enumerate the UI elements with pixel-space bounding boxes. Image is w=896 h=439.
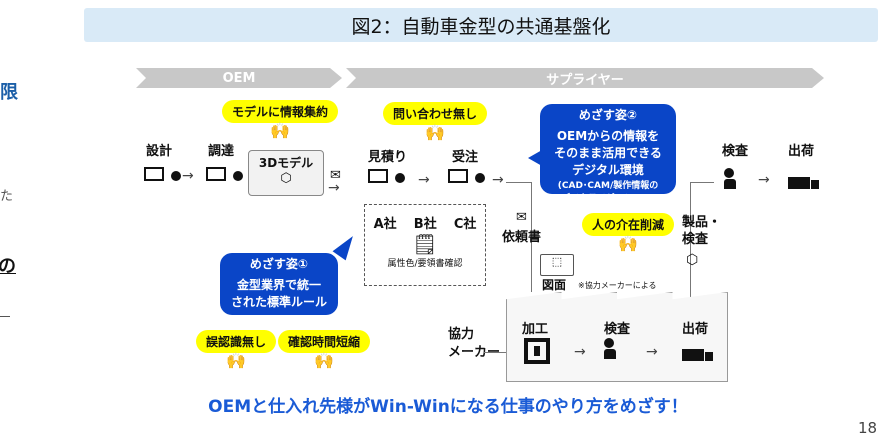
cube-icon: ⬡ bbox=[280, 171, 292, 186]
drawing-label: 図面 bbox=[542, 278, 567, 292]
inspector-icon bbox=[724, 168, 736, 189]
step-order: 受注 bbox=[452, 150, 479, 165]
no-inquiry-bubble: 問い合わせ無し bbox=[383, 102, 488, 125]
arrow-icon: → bbox=[574, 344, 586, 360]
step-procure: 調達 bbox=[208, 144, 235, 159]
arrow-icon: → bbox=[182, 168, 194, 184]
request-mail-icon: ✉ bbox=[516, 210, 527, 225]
cheer-icon: 🙌 bbox=[314, 351, 334, 370]
goal1-line2: された標準ルール bbox=[230, 295, 327, 309]
step-estimate: 見積り bbox=[368, 150, 408, 165]
bottom-process: 加工 bbox=[522, 322, 549, 337]
cheer-icon: 🙌 bbox=[618, 234, 638, 253]
model-box: 3Dモデル ⬡ bbox=[248, 150, 324, 196]
cheer-icon: 🙌 bbox=[270, 121, 290, 140]
bottom-inspect: 検査 bbox=[604, 322, 631, 337]
arrow-icon: → bbox=[758, 172, 770, 188]
procurement-icon bbox=[206, 166, 244, 185]
estimator-icon bbox=[368, 168, 406, 187]
product-check-l1: 製品・ bbox=[682, 215, 722, 230]
sidebar-fragment-mid: の bbox=[0, 256, 16, 277]
product-check: 製品・ 検査 bbox=[682, 214, 721, 248]
step-design: 設計 bbox=[146, 144, 173, 159]
no-misrecognition-bubble: 誤認識無し bbox=[196, 330, 277, 353]
partner-l2: メーカー bbox=[448, 345, 501, 360]
shorter-check-group: 確認時間短縮 🙌 bbox=[278, 330, 371, 370]
connector-line bbox=[484, 352, 506, 353]
goal2-note1: (CAD･CAM/製作情報の bbox=[557, 181, 659, 191]
company-b: B社 bbox=[413, 217, 437, 232]
company-a: A社 bbox=[373, 217, 397, 232]
no-inquiry-group: 問い合わせ無し 🙌 bbox=[383, 102, 488, 142]
partner-l1: 協力 bbox=[448, 327, 475, 342]
goal1-line1: 金型業界で統一 bbox=[236, 278, 321, 292]
goal2-line2: そのまま活用できる bbox=[554, 146, 662, 160]
designer-icon bbox=[144, 166, 182, 185]
order-icon bbox=[448, 168, 486, 187]
no-misrecognition-group: 誤認識無し 🙌 bbox=[196, 330, 277, 370]
connector-line bbox=[531, 182, 532, 292]
companies-box: A社 B社 C社 🗒 属性色/要領書確認 bbox=[364, 204, 486, 286]
page-title: 図2：自動車金型の共通基盤化 bbox=[84, 8, 878, 42]
oem-band: OEM bbox=[136, 68, 342, 88]
companies-note: 属性色/要領書確認 bbox=[387, 259, 463, 269]
document-icon: 🗒 bbox=[412, 232, 438, 256]
connector-line bbox=[690, 182, 714, 183]
cheer-icon: 🙌 bbox=[425, 123, 445, 142]
connector-line bbox=[506, 182, 532, 183]
arrow-icon: → bbox=[492, 172, 504, 188]
footer-slogan: OEMと仕入れ先様がWin-Winになる仕事のやり方をめざす！ bbox=[208, 397, 688, 417]
factory-outline bbox=[506, 292, 728, 382]
page-number: 18 bbox=[858, 419, 878, 437]
supplier-band: サプライヤー bbox=[346, 68, 824, 88]
step-inspect-top: 検査 bbox=[722, 144, 749, 159]
company-c: C社 bbox=[453, 217, 477, 232]
cube-icon: ⬡ bbox=[686, 252, 699, 268]
goal2-line3: デジタル環境 bbox=[572, 163, 644, 177]
goal1-box: めざす姿① 金型業界で統一 された標準ルール bbox=[220, 253, 338, 315]
sidebar-fragment-top: 限 bbox=[0, 82, 18, 103]
goal2-pointer bbox=[528, 150, 542, 166]
arrow-icon: → bbox=[646, 344, 658, 360]
model-box-label: 3Dモデル bbox=[258, 156, 314, 170]
request-label: 依頼書 bbox=[502, 230, 542, 245]
truck-icon bbox=[788, 174, 819, 193]
goal2-box: めざす姿② OEMからの情報を そのまま活用できる デジタル環境 (CAD･CA… bbox=[540, 104, 676, 204]
machine-icon bbox=[524, 338, 550, 364]
shorter-check-bubble: 確認時間短縮 bbox=[278, 330, 371, 353]
sidebar-mark: た bbox=[0, 189, 14, 204]
less-intervention-bubble: 人の介在削減 bbox=[582, 213, 675, 236]
arrow-icon: → bbox=[418, 172, 430, 188]
drawing-icon: ⬚ bbox=[540, 254, 574, 276]
truck-icon bbox=[682, 346, 713, 365]
partner-label: 協力 メーカー bbox=[448, 326, 500, 362]
connector-line bbox=[690, 182, 691, 302]
sidebar-dash bbox=[0, 316, 10, 317]
step-ship-top: 出荷 bbox=[788, 144, 815, 159]
goal2-line1: OEMからの情報を bbox=[556, 129, 660, 143]
product-check-l2: 検査 bbox=[682, 232, 709, 247]
drawing-note: ※協力メーカーによる bbox=[578, 281, 657, 290]
model-info-group: モデルに情報集約 🙌 bbox=[222, 100, 339, 140]
cheer-icon: 🙌 bbox=[226, 351, 246, 370]
less-intervention-group: 人の介在削減 🙌 bbox=[582, 213, 675, 253]
model-info-bubble: モデルに情報集約 bbox=[222, 100, 339, 123]
inspector-icon bbox=[604, 338, 616, 359]
goal1-title: めざす姿① bbox=[249, 257, 309, 271]
arrow-icon: → bbox=[328, 180, 340, 196]
goal2-note2: デジタライゼーション) bbox=[561, 194, 655, 204]
bottom-ship: 出荷 bbox=[682, 322, 709, 337]
mail-icon: ✉ bbox=[330, 168, 341, 183]
goal2-title: めざす姿② bbox=[578, 108, 638, 122]
